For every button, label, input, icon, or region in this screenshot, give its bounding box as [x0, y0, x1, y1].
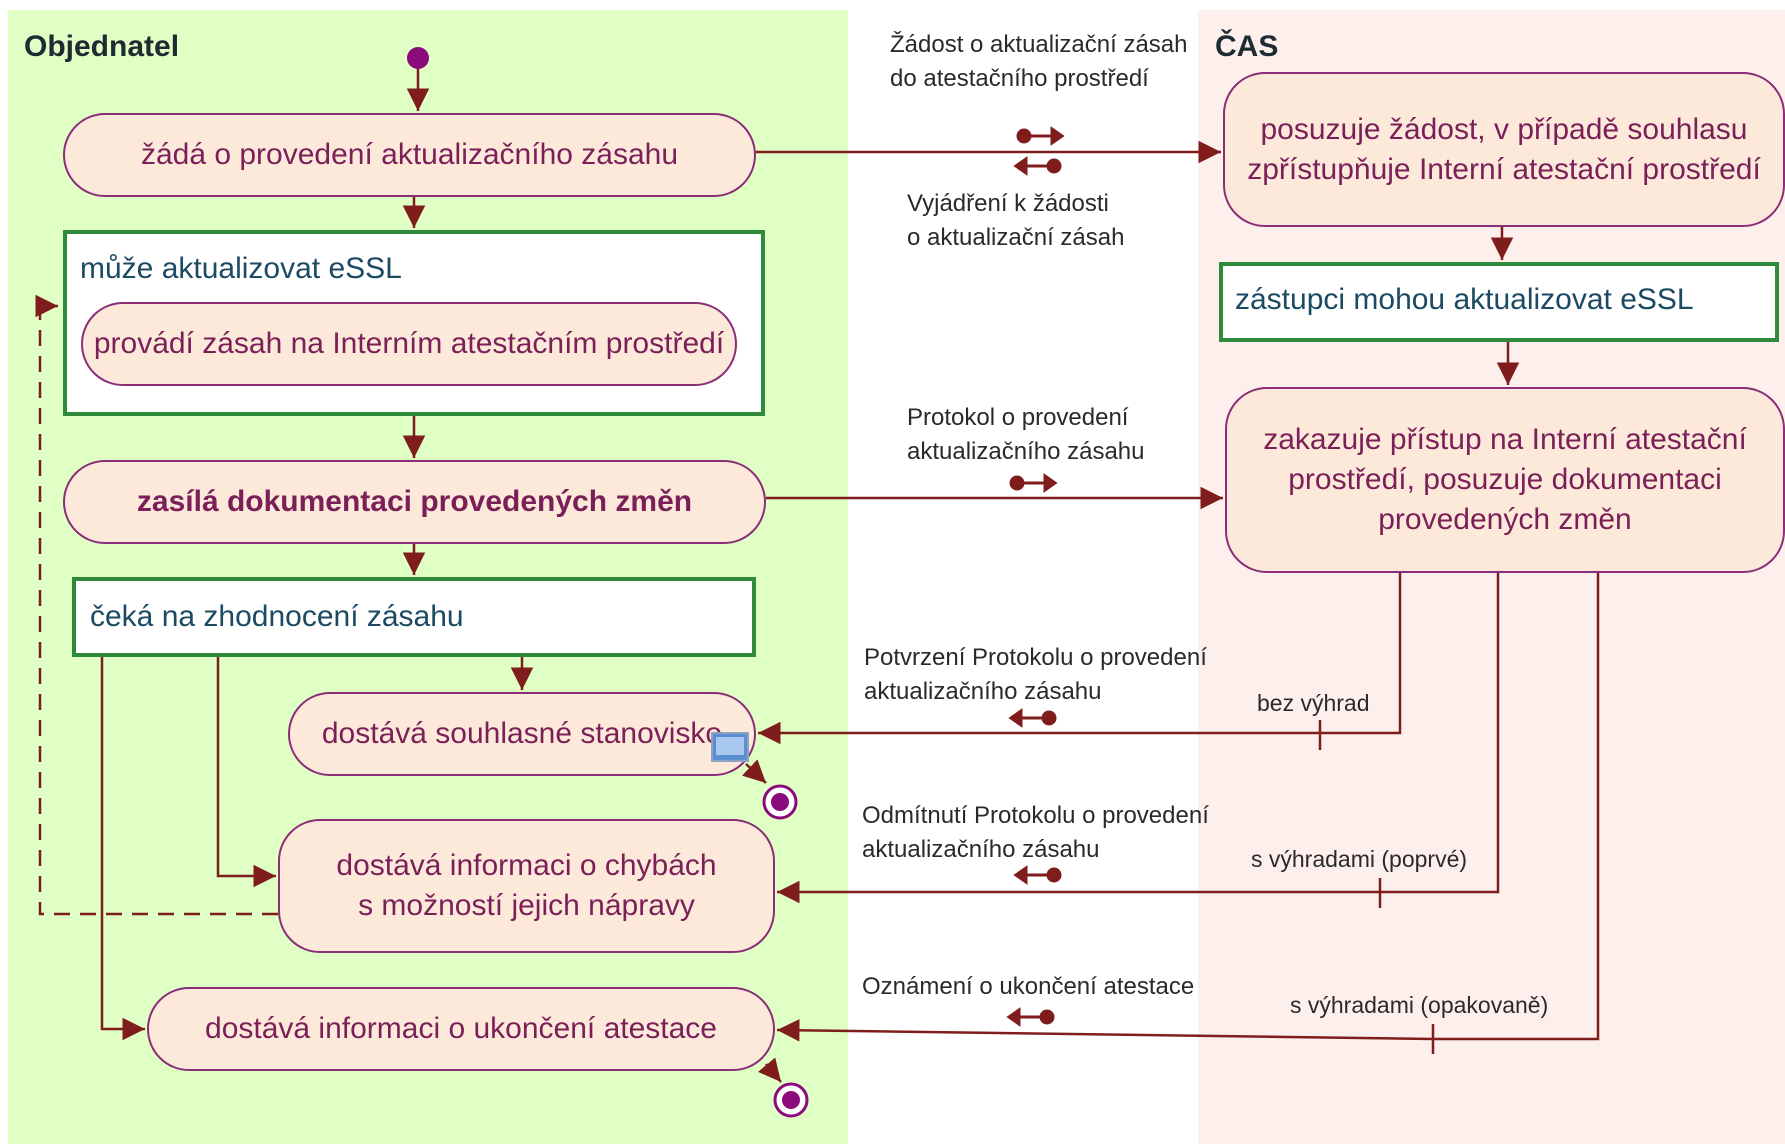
activity-cas-review-line1: posuzuje žádost, v případě souhlasu	[1260, 112, 1748, 146]
activity-cas-forbid-line3: provedených změn	[1378, 503, 1632, 536]
message-token-protocol-icon	[1009, 473, 1058, 493]
activity-cas-review-line2: zpřístupňuje Interní atestační prostředí	[1247, 152, 1761, 186]
lane-title-objednatel: Objednatel	[24, 30, 180, 63]
start-node-icon	[407, 47, 429, 69]
guard-no-reservations: bez výhrad	[1257, 690, 1370, 716]
final-node-end-icon	[773, 1082, 809, 1118]
message-token-end-icon	[1006, 1007, 1055, 1027]
activity-approval-label: dostává souhlasné stanovisko	[321, 717, 723, 750]
final-node-approval-icon	[762, 784, 798, 820]
flow-return-no-reservations	[758, 573, 1402, 745]
activity-errors-line1: dostává informaci o chybách	[336, 849, 717, 882]
activity-end-info-label: dostává informaci o ukončení atestace	[205, 1012, 717, 1045]
region-cas-update-essl	[1219, 262, 1779, 342]
message-end-label: Oznámení o ukončení atestace	[862, 973, 1195, 1000]
guard-reservations-repeated: s výhradami (opakovaně)	[1290, 992, 1549, 1018]
activity-perform-label: provádí zásah na Interním atestačním pro…	[93, 327, 725, 360]
activity-request-label: žádá o provedení aktualizačního zásahu	[140, 138, 679, 171]
message-token-confirm-icon	[1008, 708, 1057, 728]
message-token-request-icon	[1016, 126, 1065, 146]
activity-cas-forbid-line1: zakazuje přístup na Interní atestační	[1263, 423, 1747, 456]
flow-wait-to-end	[100, 657, 145, 1041]
activity-perform[interactable]: provádí zásah na Interním atestačním pro…	[81, 302, 737, 386]
activity-request[interactable]: žádá o provedení aktualizačního zásahu	[63, 113, 756, 197]
message-token-reject-icon	[1013, 865, 1062, 885]
flow-end-to-final	[757, 1057, 782, 1083]
flow-approval-to-final	[741, 759, 767, 784]
activity-cas-forbid-line2: prostředí, posuzuje dokumentaci	[1288, 463, 1722, 496]
region-cas-update-essl-label: zástupci mohou aktualizovat eSSL	[1235, 283, 1694, 316]
activity-send-docs[interactable]: zasílá dokumentaci provedených změn	[63, 460, 766, 544]
flow-return-reservations-first	[777, 573, 1500, 904]
activity-approval[interactable]: dostává souhlasné stanovisko	[288, 692, 756, 776]
activity-errors[interactable]: dostává informaci o chybách s možností j…	[278, 819, 775, 953]
region-update-essl-label: může aktualizovat eSSL	[80, 252, 402, 285]
activity-send-docs-label: zasílá dokumentaci provedených změn	[136, 485, 693, 518]
activity-end-info[interactable]: dostává informaci o ukončení atestace	[147, 987, 775, 1071]
activity-cas-review[interactable]: posuzuje žádost, v případě souhlasu zpří…	[1223, 72, 1785, 227]
activity-cas-forbid[interactable]: zakazuje přístup na Interní atestační pr…	[1225, 387, 1785, 573]
flow-return-reservations-repeated	[776, 573, 1600, 1042]
region-wait-label: čeká na zhodnocení zásahu	[90, 600, 464, 633]
guard-reservations-first: s výhradami (poprvé)	[1251, 846, 1468, 872]
lane-title-cas: ČAS	[1215, 30, 1279, 63]
message-token-response-icon	[1013, 156, 1062, 176]
region-wait	[72, 577, 756, 657]
document-icon	[711, 732, 749, 762]
flow-errors-loop	[35, 294, 278, 916]
activity-errors-line2: s možností jejich nápravy	[358, 889, 695, 922]
flow-wait-to-errors	[216, 657, 276, 888]
